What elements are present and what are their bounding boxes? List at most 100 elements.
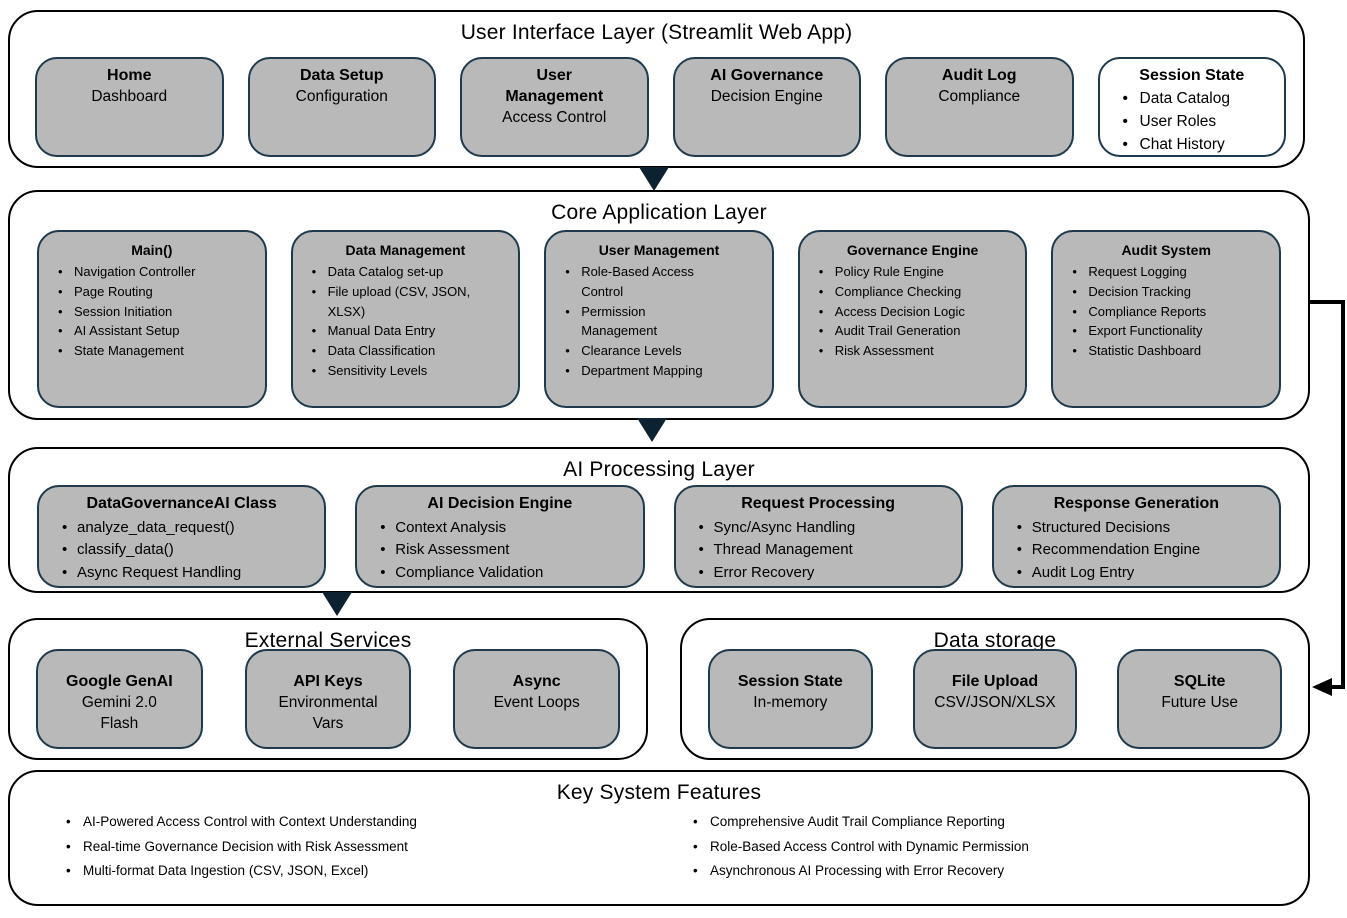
left-arrowhead-icon [1312, 678, 1332, 696]
box-line: Decision Engine [710, 87, 823, 105]
features-right-column: Comprehensive Audit Trail Compliance Rep… [673, 812, 1284, 886]
box-line: Event Loops [493, 693, 580, 711]
layer-core-application: Core Application Layer Main() Navigation … [8, 190, 1310, 420]
bullet-item: Permission Management [562, 302, 764, 342]
bullet-item: Audit Log Entry [1014, 562, 1273, 585]
bullet-item: Page Routing [55, 282, 257, 302]
box-title: Data Management [345, 242, 466, 258]
box-title: Request Processing [741, 495, 896, 512]
feature-item: AI-Powered Access Control with Context U… [62, 812, 673, 831]
bullet-item: Access Decision Logic [816, 302, 1018, 322]
box-title: Session State [1139, 67, 1245, 84]
box-title: File Upload [951, 673, 1039, 690]
box-line: CSV/JSON/XLSX [934, 693, 1056, 711]
bullet-item: User Roles [1120, 111, 1277, 134]
bullet-item: Context Analysis [377, 517, 636, 540]
bullet-item: Decision Tracking [1069, 282, 1271, 302]
bullet-item: Recommendation Engine [1014, 539, 1273, 562]
feature-item: Real-time Governance Decision with Risk … [62, 837, 673, 856]
box-title: Async [512, 673, 561, 690]
bullet-item: Request Logging [1069, 262, 1271, 282]
layer-title-key-features: Key System Features [556, 781, 762, 804]
box-title: Response Generation [1053, 495, 1220, 512]
box-user-management: User ManagementRole-Based Access Control… [544, 230, 774, 408]
box-audit-system: Audit SystemRequest LoggingDecision Trac… [1051, 230, 1281, 408]
features-left-list: AI-Powered Access Control with Context U… [62, 812, 673, 881]
layer-ai-processing: AI Processing Layer DataGovernanceAI Cla… [8, 447, 1310, 593]
box-request-processing: Request ProcessingSync/Async HandlingThr… [673, 485, 963, 588]
box-session-state: Session StateData CatalogUser RolesChat … [1097, 57, 1286, 157]
bullet-item: Export Functionality [1069, 321, 1271, 341]
layer-user-interface: User Interface Layer (Streamlit Web App)… [8, 10, 1305, 168]
box-bullets: Sync/Async HandlingThread ManagementErro… [682, 517, 955, 585]
box-bullets: Navigation ControllerPage RoutingSession… [45, 262, 259, 361]
box-title: Main() [131, 242, 173, 258]
box-title: User Management [505, 67, 604, 105]
bullet-item: Compliance Checking [816, 282, 1018, 302]
bullet-item: Role-Based Access Control [562, 262, 764, 302]
bullet-item: Sensitivity Levels [309, 361, 511, 381]
box-bullets: Data Catalog set-upFile upload (CSV, JSO… [299, 262, 513, 381]
box-bullets: Request LoggingDecision TrackingComplian… [1059, 262, 1273, 361]
bullet-item: Clearance Levels [562, 341, 764, 361]
bullet-item: File upload (CSV, JSON, XLSX) [309, 282, 511, 322]
bullet-item: Statistic Dashboard [1069, 341, 1271, 361]
layer-title-ai-processing: AI Processing Layer [563, 458, 755, 481]
box-title: DataGovernanceAI Class [86, 495, 277, 512]
layer-title-core-application: Core Application Layer [551, 201, 767, 224]
box-title: Google GenAI [66, 673, 173, 690]
feature-item: Multi-format Data Ingestion (CSV, JSON, … [62, 861, 673, 880]
bullet-item: Navigation Controller [55, 262, 257, 282]
bullet-item: Session Initiation [55, 302, 257, 322]
feature-item: Role-Based Access Control with Dynamic P… [689, 837, 1284, 856]
features-right-list: Comprehensive Audit Trail Compliance Rep… [689, 812, 1284, 881]
box-governance-engine: Governance EnginePolicy Rule EngineCompl… [797, 230, 1028, 408]
box-title: AI Decision Engine [427, 495, 573, 512]
down-arrow-icon [322, 592, 352, 616]
box-bullets: analyze_data_request()classify_data()Asy… [45, 517, 318, 585]
box-title: User Management [598, 242, 720, 258]
bullet-item: Async Request Handling [59, 562, 318, 585]
bullet-item: Compliance Reports [1069, 302, 1271, 322]
box-title: SQLite [1173, 673, 1226, 690]
box-title: API Keys [293, 673, 363, 690]
features-columns: AI-Powered Access Control with Context U… [62, 812, 1284, 886]
bullet-item: Manual Data Entry [309, 321, 511, 341]
bullet-item: AI Assistant Setup [55, 321, 257, 341]
bullet-item: Compliance Validation [377, 562, 636, 585]
feature-item: Comprehensive Audit Trail Compliance Rep… [689, 812, 1284, 831]
box-line: Dashboard [91, 87, 168, 105]
box-bullets: Context AnalysisRisk AssessmentComplianc… [363, 517, 636, 585]
box-title: Home [107, 67, 152, 84]
box-bullets: Role-Based Access ControlPermission Mana… [552, 262, 766, 381]
feature-item: Asynchronous AI Processing with Error Re… [689, 861, 1284, 880]
down-arrow-icon [637, 418, 667, 442]
bullet-item: Thread Management [696, 539, 955, 562]
bullet-item: Data Catalog [1120, 88, 1277, 111]
box-bullets: Structured DecisionsRecommendation Engin… [1000, 517, 1273, 585]
bullet-item: Audit Trail Generation [816, 321, 1018, 341]
bullet-item: Policy Rule Engine [816, 262, 1018, 282]
features-left-column: AI-Powered Access Control with Context U… [62, 812, 673, 886]
box-line: Configuration [295, 87, 388, 105]
box-line: Access Control [502, 108, 607, 126]
layer-key-features: Key System Features AI-Powered Access Co… [8, 770, 1310, 906]
layer-title-user-interface: User Interface Layer (Streamlit Web App) [460, 21, 853, 44]
bullet-item: Data Catalog set-up [309, 262, 511, 282]
box-bullets: Policy Rule EngineCompliance CheckingAcc… [806, 262, 1020, 361]
bullet-item: Sync/Async Handling [696, 517, 955, 540]
bullet-item: Department Mapping [562, 361, 764, 381]
bullet-item: Data Classification [309, 341, 511, 361]
